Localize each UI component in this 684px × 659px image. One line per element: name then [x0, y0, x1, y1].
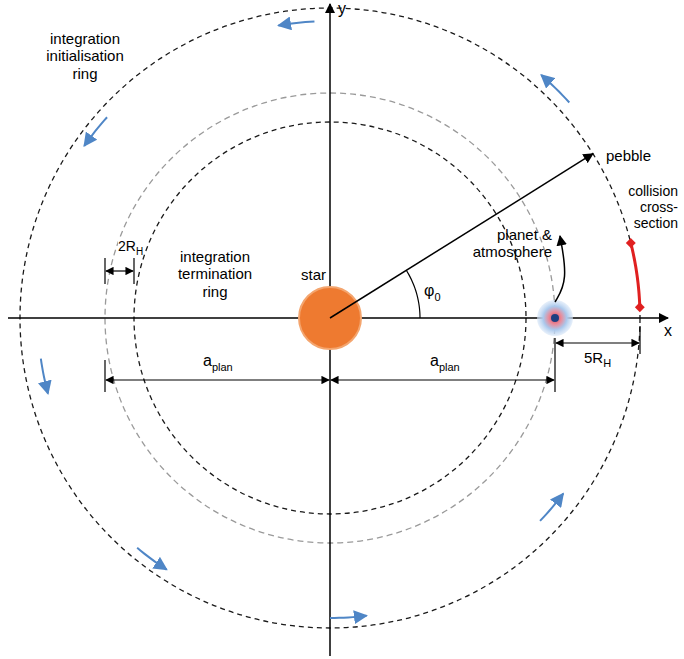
dimension-label: 5R: [584, 349, 603, 366]
flow-arrow: [541, 75, 569, 103]
ring-label: integration initialisation ring: [35, 30, 135, 82]
subscript: 0: [434, 291, 440, 304]
angle-symbol: φ: [424, 282, 434, 300]
arc-end-marker: [626, 238, 636, 248]
dimension-tick: [639, 326, 640, 354]
pebble-label: pebble: [606, 147, 651, 164]
dimension-tick: [554, 338, 555, 392]
dimension-label: a: [430, 352, 439, 370]
dimension-tick: [104, 258, 105, 284]
flow-arrow: [330, 616, 367, 618]
planet-core: [551, 314, 559, 322]
collision-arc: [631, 243, 640, 307]
flow-arrow: [540, 494, 563, 521]
ring-label: integration termination ring: [169, 248, 261, 300]
flow-arrow: [137, 548, 166, 570]
position-arrow: [330, 154, 593, 318]
subscript: plan: [439, 361, 460, 374]
subscript: H: [603, 357, 611, 370]
flow-arrow: [84, 117, 107, 146]
axis-label: x: [664, 322, 672, 340]
angle-arc: [406, 270, 420, 318]
dimension-label: a: [203, 352, 212, 370]
planet-label: planet & atmosphere: [458, 226, 552, 261]
dimension-arrow: [331, 379, 554, 380]
dimension-arrow: [106, 379, 329, 380]
subscript: plan: [212, 361, 233, 374]
flow-arrow: [41, 359, 48, 394]
dimension-arrow: [556, 342, 639, 343]
dimension-tick: [104, 360, 105, 392]
arc-end-marker: [635, 302, 645, 312]
flow-arrow: [278, 21, 314, 25]
star-label: star: [301, 266, 326, 283]
dimension-arrow: [106, 270, 133, 271]
axis-label: y: [338, 0, 346, 18]
planet-atmosphere: [537, 300, 573, 336]
planet-motion-arrow: [555, 236, 565, 302]
subscript: H: [136, 246, 143, 258]
dimension-tick: [133, 258, 134, 284]
cross-section-label: collision cross-section: [624, 183, 678, 231]
dimension-label: 2R: [118, 238, 136, 254]
